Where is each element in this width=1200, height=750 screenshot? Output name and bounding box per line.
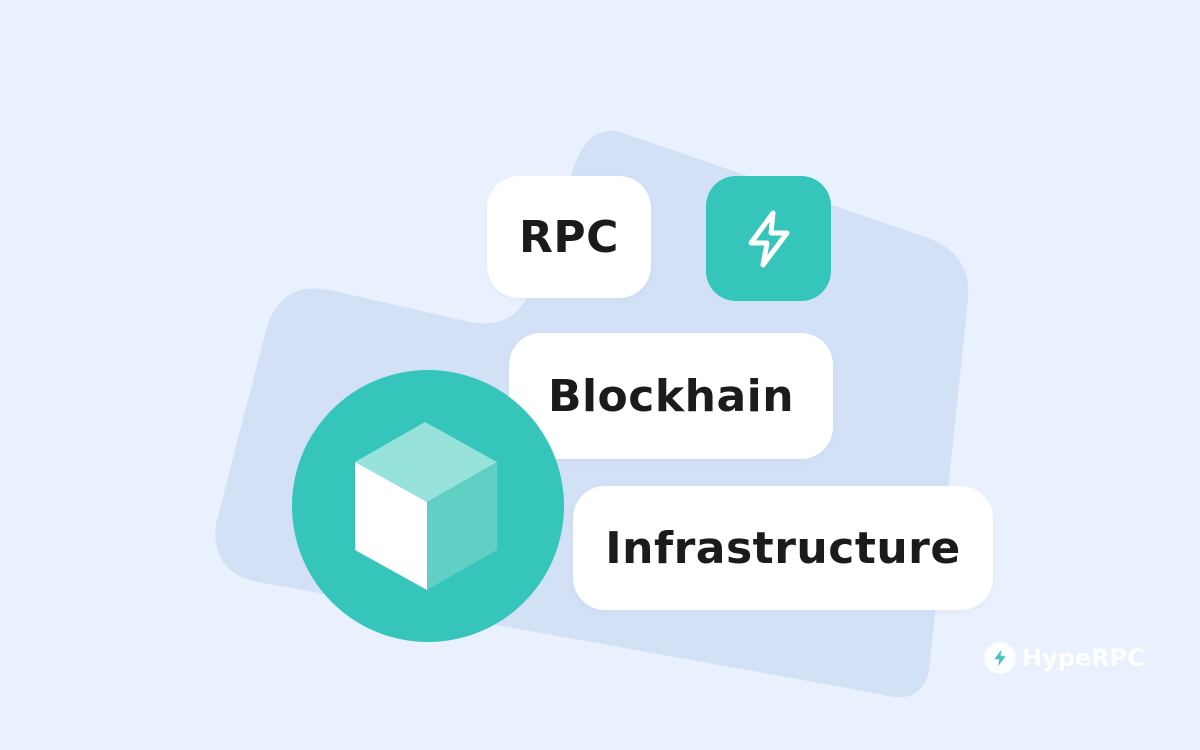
brand-name: HypeRPC: [1022, 644, 1145, 672]
lightning-bolt-icon: [748, 210, 789, 267]
rpc-label-pill: RPC: [487, 176, 651, 298]
brand-watermark: HypeRPC: [984, 642, 1145, 674]
cube-circle: [292, 370, 564, 642]
rpc-label: RPC: [519, 211, 619, 263]
bolt-tile: [706, 176, 831, 301]
blockchain-label-pill: Blockhain: [509, 333, 833, 459]
infrastructure-label: Infrastructure: [605, 522, 961, 574]
cube-icon: [355, 422, 497, 590]
infrastructure-label-pill: Infrastructure: [573, 486, 993, 610]
lightning-bolt-icon: [984, 642, 1016, 674]
blockchain-label: Blockhain: [547, 370, 795, 422]
